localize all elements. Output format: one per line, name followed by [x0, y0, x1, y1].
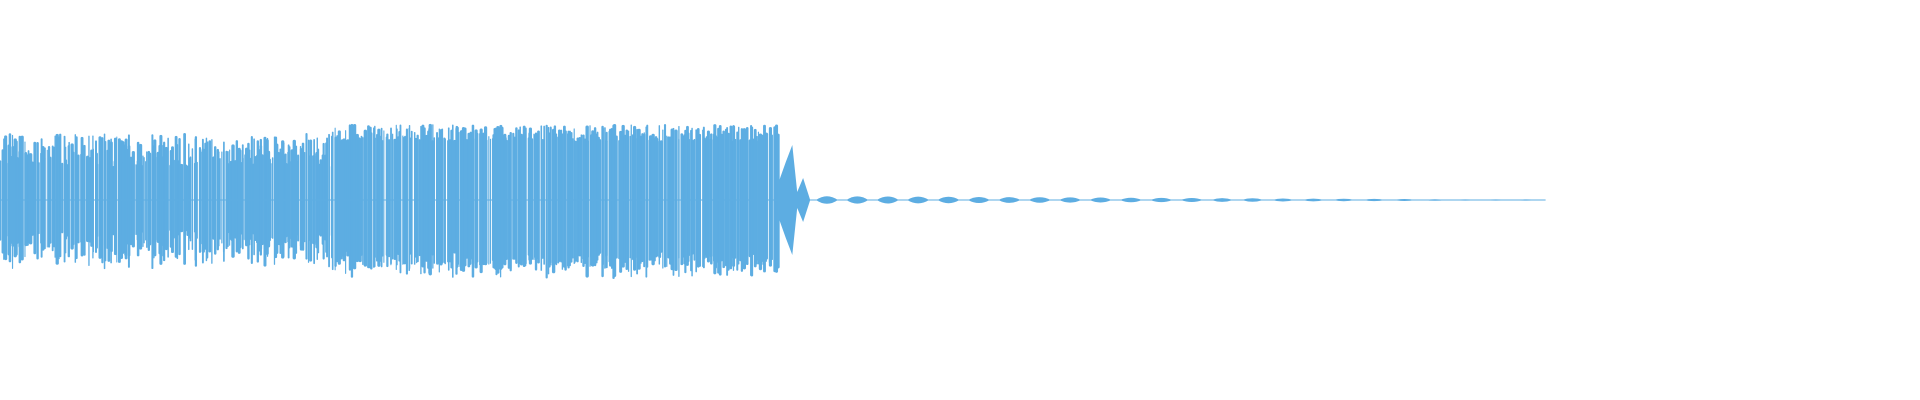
audio-waveform: [0, 123, 1546, 280]
waveform-canvas: [0, 123, 1546, 280]
